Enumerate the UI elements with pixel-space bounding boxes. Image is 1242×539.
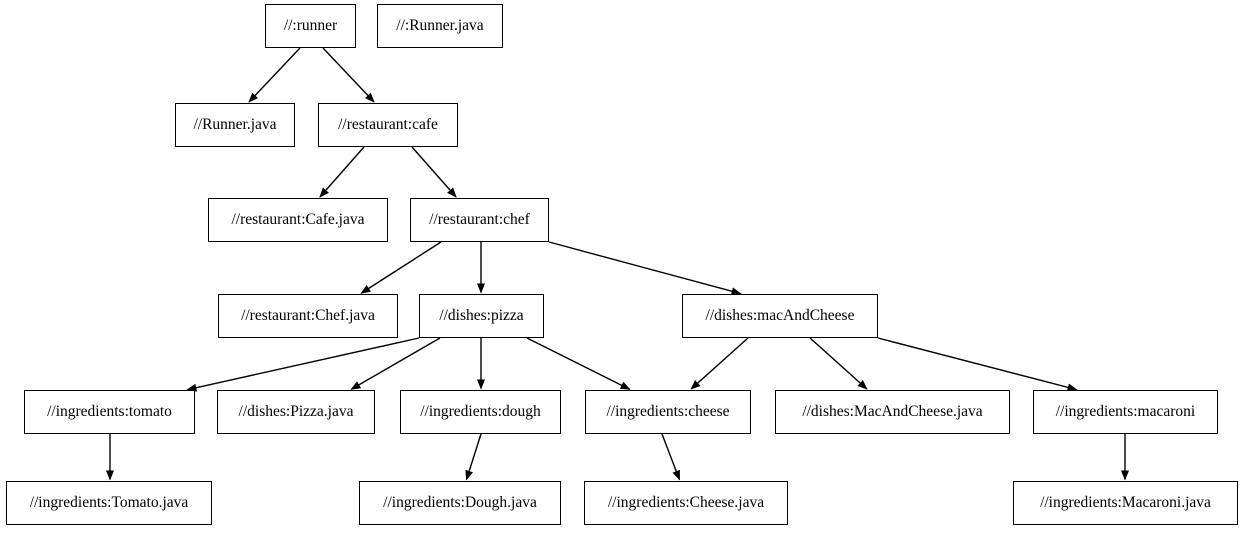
node-label: //ingredients:Cheese.java: [607, 494, 765, 512]
node-dough_java[interactable]: //ingredients:Dough.java: [359, 481, 561, 525]
node-restaurant_cafe[interactable]: //restaurant:cafe: [318, 103, 458, 147]
node-label: //:Runner.java: [396, 17, 484, 35]
node-ingredients_cheese[interactable]: //ingredients:cheese: [585, 390, 751, 434]
node-label: //restaurant:Cafe.java: [231, 211, 365, 229]
node-label: //restaurant:Chef.java: [241, 307, 375, 325]
node-cheese_java[interactable]: //ingredients:Cheese.java: [584, 481, 788, 525]
node-label: //ingredients:dough: [420, 403, 541, 421]
node-label: //dishes:pizza: [439, 307, 524, 325]
node-tomato_java[interactable]: //ingredients:Tomato.java: [6, 481, 212, 525]
node-restaurant_chef_java[interactable]: //restaurant:Chef.java: [218, 294, 398, 338]
node-restaurant_chef[interactable]: //restaurant:chef: [410, 198, 549, 242]
node-label: //ingredients:Dough.java: [383, 494, 537, 512]
node-label: //:runner: [283, 17, 338, 35]
node-runner[interactable]: //:runner: [265, 4, 356, 48]
node-dishes_pizza[interactable]: //dishes:pizza: [419, 294, 544, 338]
node-label: //dishes:Pizza.java: [238, 403, 354, 421]
node-ingredients_macaroni[interactable]: //ingredients:macaroni: [1033, 390, 1218, 434]
node-label: //ingredients:tomato: [47, 403, 172, 421]
node-label: //restaurant:chef: [429, 211, 530, 229]
node-label: //ingredients:Macaroni.java: [1040, 494, 1211, 512]
node-restaurant_cafe_java[interactable]: //restaurant:Cafe.java: [208, 198, 388, 242]
node-dishes_pizza_java[interactable]: //dishes:Pizza.java: [217, 390, 375, 434]
node-label: //dishes:MacAndCheese.java: [802, 403, 983, 421]
node-dishes_macandcheese[interactable]: //dishes:macAndCheese: [682, 294, 878, 338]
node-label: //ingredients:macaroni: [1055, 403, 1196, 421]
node-ingredients_tomato[interactable]: //ingredients:tomato: [24, 390, 195, 434]
node-label: //Runner.java: [193, 116, 277, 134]
node-label: //ingredients:Tomato.java: [29, 494, 189, 512]
node-macaroni_java[interactable]: //ingredients:Macaroni.java: [1013, 481, 1238, 525]
node-label: //dishes:macAndCheese: [705, 307, 855, 325]
node-dishes_mac_java[interactable]: //dishes:MacAndCheese.java: [775, 390, 1010, 434]
node-label: //restaurant:cafe: [338, 116, 438, 134]
node-runner_java[interactable]: //Runner.java: [175, 103, 295, 147]
node-label: //ingredients:cheese: [606, 403, 730, 421]
node-ingredients_dough[interactable]: //ingredients:dough: [400, 390, 561, 434]
node-root_runner_java[interactable]: //:Runner.java: [377, 4, 503, 48]
